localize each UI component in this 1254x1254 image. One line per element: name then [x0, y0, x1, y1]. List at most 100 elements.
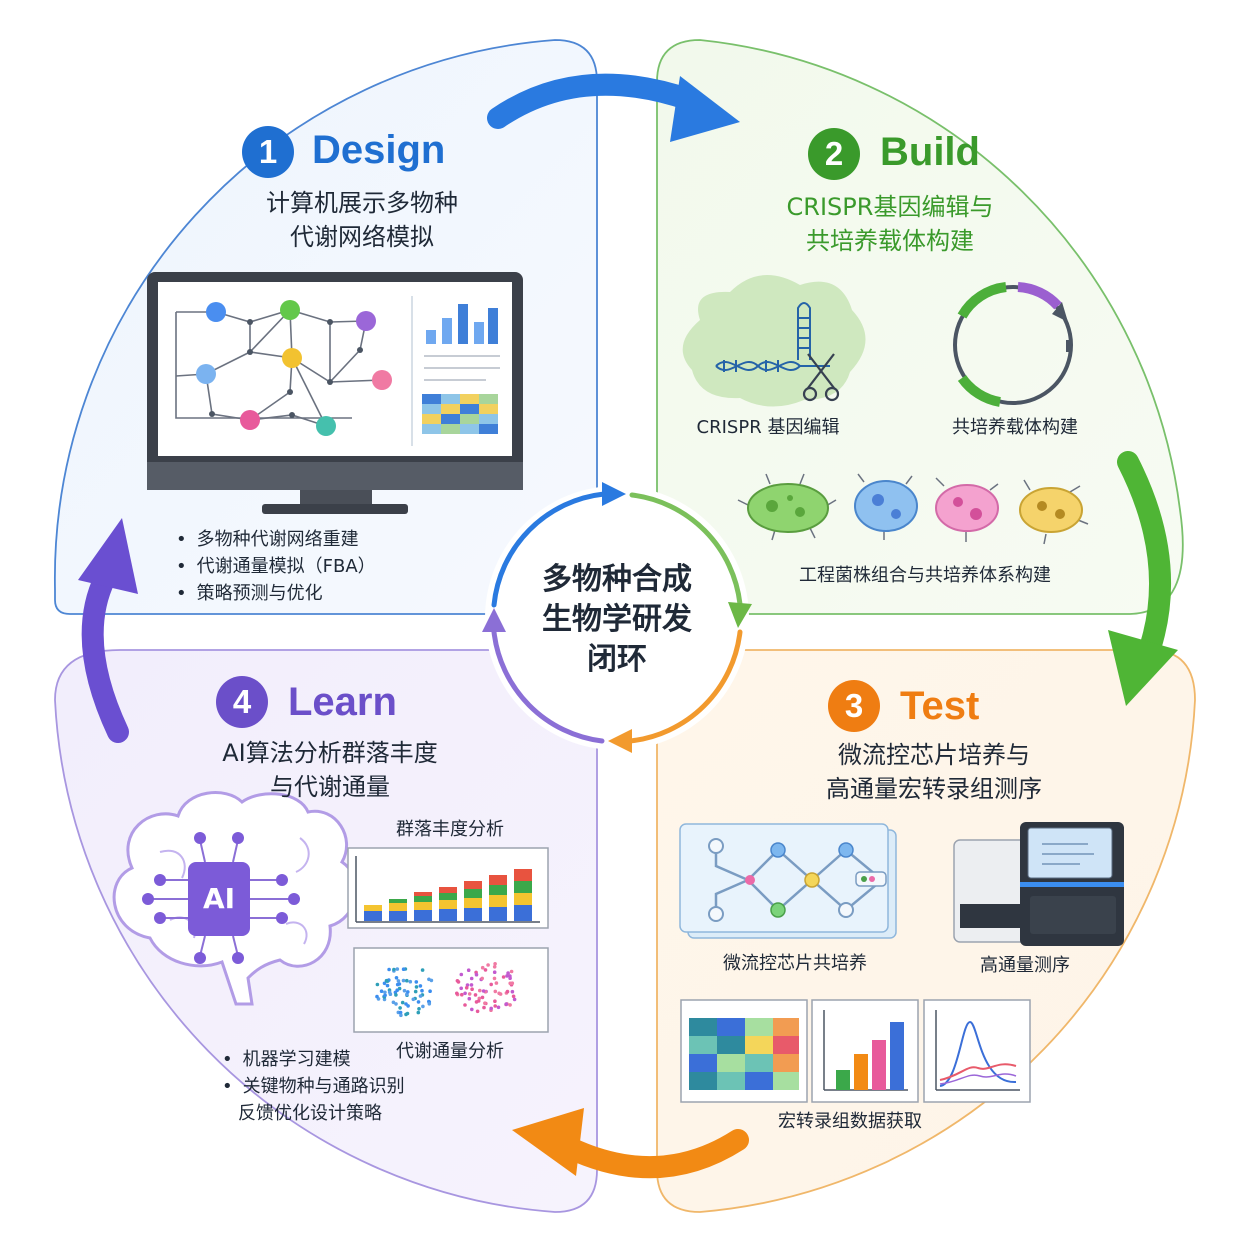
scatter-point	[406, 990, 410, 994]
stacked-bar-segment	[389, 899, 407, 903]
stacked-bar-segment	[489, 885, 507, 895]
scatter-point	[460, 992, 464, 997]
scatter-point	[469, 983, 474, 987]
scatter-point	[512, 997, 517, 1002]
stacked-bar-segment	[514, 893, 532, 905]
bacteria-icon	[737, 473, 1089, 545]
scatter-point	[375, 982, 380, 987]
heatmap-icon	[680, 999, 808, 1103]
stacked-bar-segment	[489, 907, 507, 921]
scatter-point	[387, 990, 392, 995]
scatter-point	[483, 1001, 487, 1005]
scatter-point	[420, 988, 424, 993]
stacked-bar-segment	[389, 903, 407, 911]
scatter-point	[416, 1000, 421, 1004]
scatter-point	[498, 992, 503, 996]
scatter-point	[470, 1007, 474, 1012]
plasmid-vector-icon	[953, 282, 1073, 407]
scatter-point	[421, 1004, 425, 1009]
stacked-bar-segment	[464, 908, 482, 921]
scatter-plot-icon	[353, 947, 549, 1033]
scatter-point	[402, 988, 407, 993]
scatter-point	[511, 994, 516, 999]
scatter-point	[401, 978, 406, 983]
scatter-point	[401, 967, 406, 971]
scatter-point	[469, 976, 474, 981]
arrow-learn-to-design	[78, 518, 138, 743]
stacked-bar-segment	[439, 909, 457, 921]
scatter-point	[427, 1002, 432, 1006]
stacked-bar-segment	[489, 895, 507, 907]
scatter-point	[399, 1013, 403, 1018]
scatter-point	[414, 985, 419, 989]
stacked-bar-segment	[489, 875, 507, 885]
scatter-point	[476, 999, 481, 1003]
scatter-point	[508, 976, 512, 980]
scatter-point	[394, 976, 399, 980]
scatter-point	[510, 989, 515, 994]
scatter-point	[464, 986, 469, 990]
stacked-bar-segment	[514, 905, 532, 921]
scatter-point	[394, 1002, 398, 1006]
scatter-point	[398, 1006, 402, 1010]
scatter-point	[466, 968, 471, 972]
scatter-point	[492, 976, 497, 981]
scatter-point	[467, 992, 472, 996]
scatter-point	[405, 978, 409, 983]
scatter-point	[455, 991, 459, 996]
build-panel	[656, 39, 1184, 615]
scatter-point	[396, 979, 401, 983]
scatter-point	[418, 984, 423, 988]
scatter-point	[492, 965, 497, 969]
center-cycle-ring	[482, 482, 752, 753]
scatter-point	[501, 975, 506, 979]
stacked-bar-segment	[414, 910, 432, 921]
scatter-point	[398, 1010, 403, 1015]
stacked-bar-segment	[389, 911, 407, 921]
stacked-bar-segment	[364, 905, 382, 911]
scatter-point	[480, 995, 485, 1000]
center-disc	[485, 486, 749, 750]
scatter-point	[463, 1003, 467, 1007]
stacked-bar-segment	[514, 869, 532, 881]
scatter-point	[395, 967, 400, 971]
scatter-point	[480, 976, 485, 981]
sequencer-icon	[953, 822, 1124, 946]
stacked-bar-segment	[364, 911, 382, 921]
scatter-point	[493, 989, 498, 994]
ai-brain-icon	[112, 791, 358, 1006]
stacked-bar-segment	[514, 881, 532, 893]
scatter-point	[505, 989, 510, 994]
scatter-point	[475, 1009, 480, 1014]
scatter-point	[459, 972, 464, 977]
scatter-point	[375, 994, 379, 999]
stacked-bar-segment	[439, 900, 457, 909]
scatter-point	[413, 989, 418, 994]
stacked-bar-segment	[464, 881, 482, 889]
scatter-point	[385, 983, 390, 988]
arrow-build-to-test	[1108, 451, 1178, 706]
scatter-point	[478, 988, 482, 993]
arrow-test-to-learn	[512, 1108, 749, 1179]
bar-chart-icon	[811, 999, 919, 1103]
scatter-point	[416, 1010, 421, 1015]
scatter-point	[455, 979, 460, 983]
scatter-point	[379, 989, 384, 993]
scatter-point	[481, 989, 486, 993]
stacked-bar-segment	[464, 898, 482, 908]
scatter-point	[383, 990, 387, 995]
stacked-bar-segment	[414, 896, 432, 902]
scatter-point	[493, 999, 497, 1003]
stacked-bar-segment	[439, 887, 457, 893]
scatter-point	[405, 1011, 410, 1016]
stacked-bars	[364, 869, 532, 921]
scatter-point	[384, 978, 389, 983]
scatter-point	[411, 997, 416, 1002]
scatter-point	[493, 1004, 498, 1008]
scatter-point	[505, 974, 509, 978]
scatter-point	[506, 971, 510, 975]
scatter-point	[387, 967, 391, 972]
scatter-point	[463, 991, 467, 996]
scatter-point	[400, 1000, 405, 1005]
